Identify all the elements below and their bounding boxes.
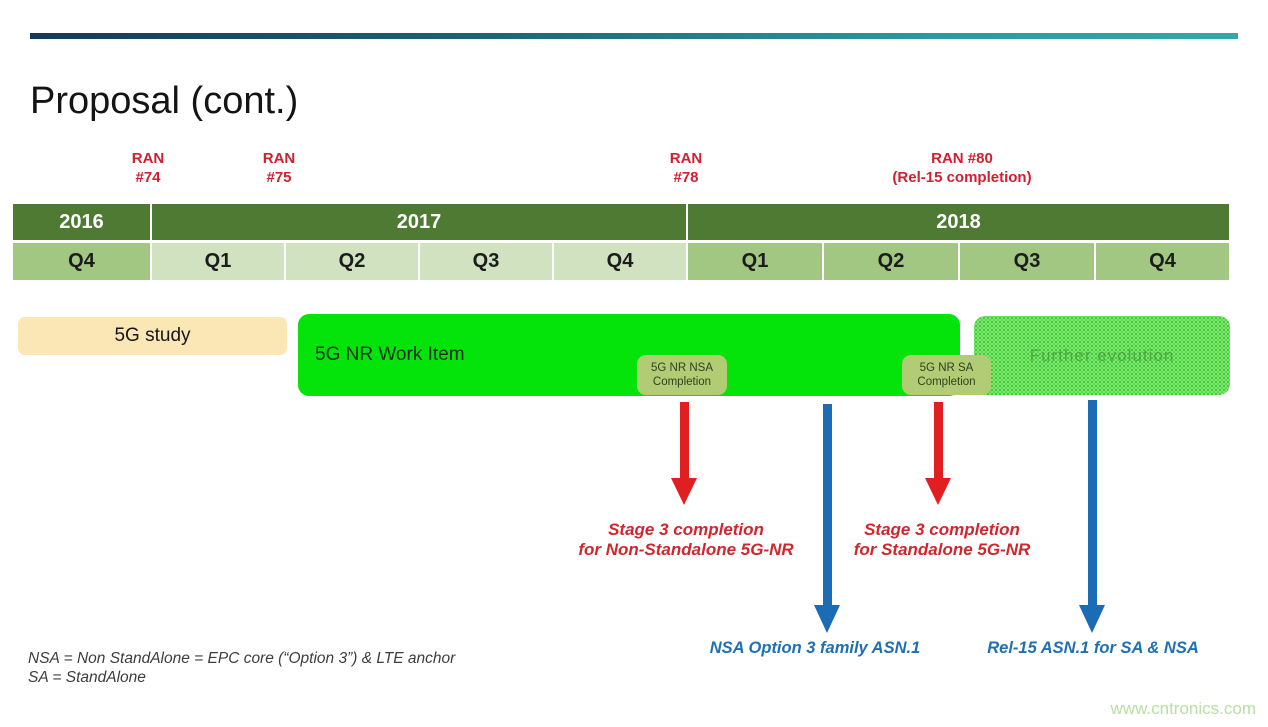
quarter-cell-2017q1: Q1 — [152, 243, 284, 280]
watermark: www.cntronics.com — [1110, 699, 1256, 718]
milestone-line: #78 — [673, 168, 699, 186]
footnote-line-sa: SA = StandAlone — [28, 668, 146, 686]
bar-further-label: Further evolution — [1029, 345, 1175, 365]
milestone-line: RAN #80 — [931, 150, 993, 167]
blue-arrow-nsa-asn1 — [814, 404, 840, 633]
milestone-ran78: RAN #78 — [670, 150, 703, 188]
arrow-head-icon — [814, 605, 840, 633]
page-title: Proposal (cont.) — [30, 80, 299, 122]
timeline-table: 2016 2017 2018 Q4 Q1 Q2 Q3 Q4 Q1 Q2 Q3 Q… — [13, 204, 1229, 280]
timeline-year-row: 2016 2017 2018 — [13, 204, 1229, 240]
arrow-shaft — [822, 404, 832, 605]
caption-line: Stage 3 completion — [608, 520, 764, 539]
timeline-quarter-row: Q4 Q1 Q2 Q3 Q4 Q1 Q2 Q3 Q4 — [13, 243, 1229, 280]
milestone-line: RAN — [669, 150, 703, 167]
arrow-head-icon — [1079, 605, 1105, 633]
arrow-shaft — [679, 402, 689, 478]
caption-stage3-nsa: Stage 3 completion for Non-Standalone 5G… — [578, 520, 793, 560]
badge-line: Completion — [917, 376, 976, 388]
caption-stage3-sa: Stage 3 completion for Standalone 5G-NR — [854, 520, 1031, 560]
quarter-cell-2017q4: Q4 — [554, 243, 686, 280]
quarter-cell-2018q2: Q2 — [824, 243, 958, 280]
red-arrow-nsa-stage3 — [671, 402, 697, 505]
badge-line: 5G NR NSA — [651, 361, 713, 374]
quarter-cell-2017q3: Q3 — [420, 243, 552, 280]
badge-line: 5G NR SA — [919, 361, 974, 374]
milestone-line: #74 — [135, 168, 161, 186]
bar-5g-study: 5G study — [18, 317, 287, 355]
arrow-head-icon — [925, 478, 951, 505]
quarter-cell-2018q3: Q3 — [960, 243, 1094, 280]
year-cell-2016: 2016 — [13, 204, 150, 240]
arrow-head-icon — [671, 478, 697, 505]
bar-5g-nr-work-item: 5G NR Work Item — [298, 314, 960, 396]
caption-nsa-asn1: NSA Option 3 family ASN.1 — [709, 639, 921, 657]
milestone-line: (Rel-15 completion) — [892, 168, 1032, 186]
caption-line: for Non-Standalone 5G-NR — [578, 540, 794, 560]
caption-rel15-asn1: Rel-15 ASN.1 for SA & NSA — [987, 639, 1199, 657]
arrow-shaft — [1087, 400, 1097, 605]
year-cell-2018: 2018 — [688, 204, 1229, 240]
red-arrow-sa-stage3 — [925, 402, 951, 505]
milestone-ran80: RAN #80 (Rel-15 completion) — [892, 150, 1031, 188]
badge-nsa-completion: 5G NR NSA Completion — [637, 355, 727, 395]
quarter-cell-2018q4: Q4 — [1096, 243, 1229, 280]
quarter-cell-2017q2: Q2 — [286, 243, 418, 280]
quarter-cell-2016q4: Q4 — [13, 243, 150, 280]
caption-line: Stage 3 completion — [864, 520, 1020, 539]
year-cell-2017: 2017 — [152, 204, 686, 240]
blue-arrow-rel15-asn1 — [1079, 400, 1105, 633]
footnote-line-nsa: NSA = Non StandAlone = EPC core (“Option… — [28, 650, 456, 667]
arrow-shaft — [933, 402, 943, 478]
caption-line: for Standalone 5G-NR — [853, 540, 1031, 560]
badge-sa-completion: 5G NR SA Completion — [902, 355, 991, 395]
bar-further-evolution: Further evolution — [974, 316, 1230, 395]
milestone-ran75: RAN #75 — [263, 150, 296, 188]
milestone-line: #75 — [266, 168, 292, 186]
top-accent-rule — [30, 33, 1238, 39]
milestone-line: RAN — [131, 150, 165, 167]
footnote: NSA = Non StandAlone = EPC core (“Option… — [28, 650, 455, 687]
milestone-ran74: RAN #74 — [132, 150, 165, 188]
milestone-line: RAN — [262, 150, 296, 167]
quarter-cell-2018q1: Q1 — [688, 243, 822, 280]
badge-line: Completion — [652, 376, 712, 388]
